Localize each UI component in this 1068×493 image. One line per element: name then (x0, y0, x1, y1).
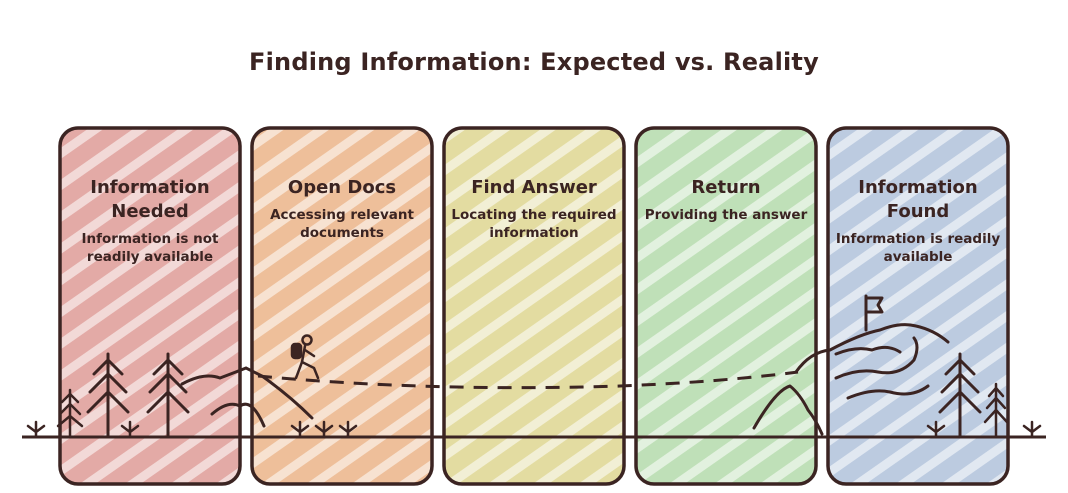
hiker-icon (290, 334, 320, 380)
stage-1-description: Information is not readily available (81, 231, 219, 265)
path-dashed-line (257, 370, 799, 390)
flag-icon (864, 294, 884, 332)
mountain-icon (752, 323, 950, 436)
pine-tree-icon (56, 388, 84, 439)
stage-2-description: Accessing relevant documents (270, 207, 414, 241)
pine-tree-icon (146, 352, 190, 439)
stage-3-description: Locating the required information (451, 207, 617, 241)
stage-3-heading: Find Answer (471, 177, 597, 198)
pine-tree-icon (86, 352, 130, 439)
stage-4-description: Providing the answer (644, 207, 808, 223)
diagram-title: Finding Information: Expected vs. Realit… (249, 48, 819, 76)
pine-tree-icon (938, 352, 982, 439)
left-hills (180, 366, 314, 428)
stage-card-2 (250, 126, 434, 486)
stage-2-heading: Open Docs (287, 177, 397, 198)
stage-5-heading: Information Found (858, 177, 978, 222)
stage-4-heading: Return (691, 177, 761, 198)
stage-5-text: Information Found Information is readily… (828, 176, 1008, 266)
grass-tuft-icon (26, 420, 1042, 439)
stage-1-text: Information Needed Information is not re… (60, 176, 240, 266)
stage-card-3 (442, 126, 626, 486)
stage-4-text: Return Providing the answer (636, 176, 816, 224)
pine-tree-icon (983, 382, 1009, 439)
stage-1-heading: Information Needed (90, 177, 210, 222)
stage-5-description: Information is readily available (835, 231, 1001, 265)
stage-card-4 (634, 126, 818, 486)
stage-3-text: Find Answer Locating the required inform… (444, 176, 624, 242)
stage-2-text: Open Docs Accessing relevant documents (252, 176, 432, 242)
